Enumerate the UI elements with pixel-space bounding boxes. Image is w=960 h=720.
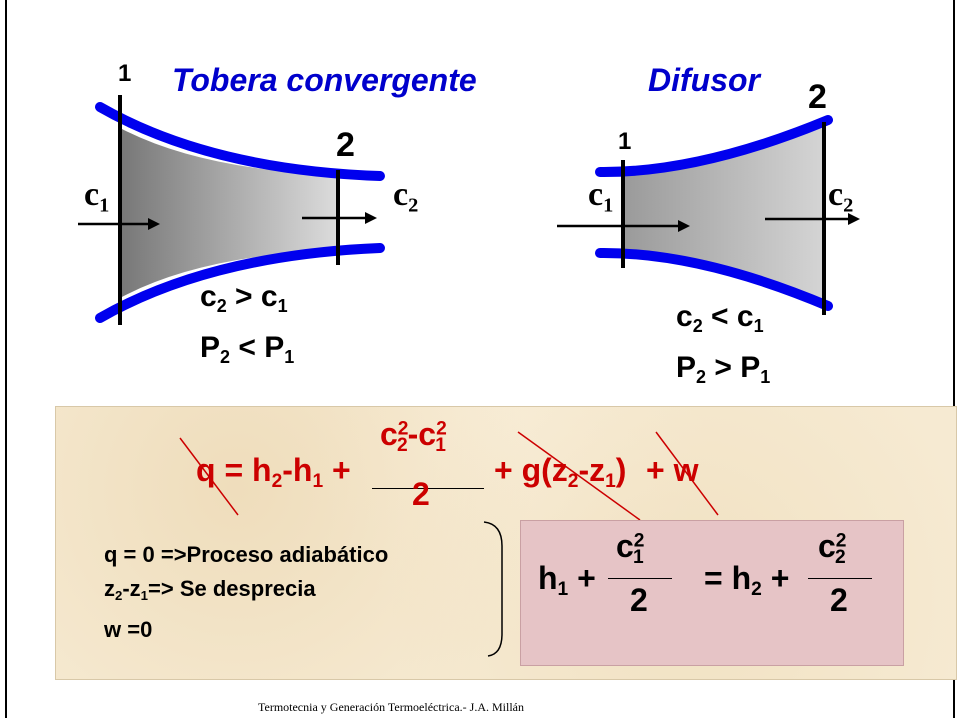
- result-equation-box: [520, 520, 904, 666]
- assumption-height: z2-z1=> Se desprecia: [104, 576, 316, 604]
- assumption-work: w =0: [104, 617, 153, 643]
- footer-credit: Termotecnia y Generación Termoeléctrica.…: [258, 700, 524, 714]
- result-eq-h2: = h2 +: [704, 560, 790, 601]
- nozzle-fluid: [120, 128, 338, 298]
- nozzle-title: Tobera convergente: [172, 62, 477, 98]
- result-eq-den-1: 2: [630, 582, 648, 618]
- nozzle-section-1-label: 1: [118, 60, 132, 87]
- result-eq-c2-squared: c22: [818, 528, 847, 569]
- result-eq-h1: h1 +: [538, 560, 596, 601]
- nozzle-conditions: c2 > c1 P2 < P1: [200, 276, 294, 378]
- diffuser-diagram: [557, 115, 860, 315]
- diffuser-pressure-condition: P2 > P1: [676, 350, 771, 387]
- energy-eq-gravity-term: + g(z2-z1): [494, 452, 627, 493]
- diffuser-velocity-out: c2: [828, 176, 854, 217]
- diffuser-velocity-in: c1: [588, 176, 614, 217]
- energy-eq-work-term: + w: [646, 452, 699, 488]
- diffuser-section-1-label: 1: [618, 128, 632, 155]
- diffuser-velocity-condition: c2 < c1: [676, 300, 764, 336]
- result-eq-den-2: 2: [830, 582, 848, 618]
- result-eq-c1-squared: c21: [616, 528, 645, 569]
- nozzle-diagram: [78, 95, 385, 325]
- energy-eq-numerator: c22-c21: [380, 416, 447, 457]
- energy-eq-lhs: q = h2-h1 +: [196, 452, 351, 493]
- nozzle-pressure-condition: P2 < P1: [200, 330, 295, 367]
- diffuser-outlet-arrowhead: [848, 213, 860, 225]
- nozzle-velocity-out: c2: [393, 176, 419, 217]
- result-eq-fraction-bar-2: [808, 578, 872, 579]
- energy-eq-denominator: 2: [412, 476, 430, 512]
- assumptions-list: q = 0 =>Proceso adiabático z2-z1=> Se de…: [104, 538, 388, 647]
- assumption-adiabatic: q = 0 =>Proceso adiabático: [104, 542, 389, 567]
- result-eq-fraction-bar-1: [608, 578, 672, 579]
- nozzle-outlet-arrowhead: [365, 212, 377, 224]
- nozzle-inlet-arrowhead: [148, 218, 160, 230]
- diffuser-bottom-wall: [595, 247, 833, 311]
- nozzle-velocity-in: c1: [84, 176, 110, 217]
- diffuser-section-2-label: 2: [808, 78, 827, 116]
- diffuser-title: Difusor: [648, 62, 760, 98]
- diffuser-inlet-arrowhead: [678, 220, 690, 232]
- slide-frame: [5, 0, 955, 718]
- diffuser-conditions: c2 < c1 P2 > P1: [676, 296, 770, 398]
- energy-eq-fraction-bar: [372, 488, 484, 489]
- diffuser-top-wall: [595, 115, 833, 178]
- nozzle-section-2-label: 2: [336, 126, 355, 164]
- nozzle-velocity-condition: c2 > c1: [200, 280, 288, 316]
